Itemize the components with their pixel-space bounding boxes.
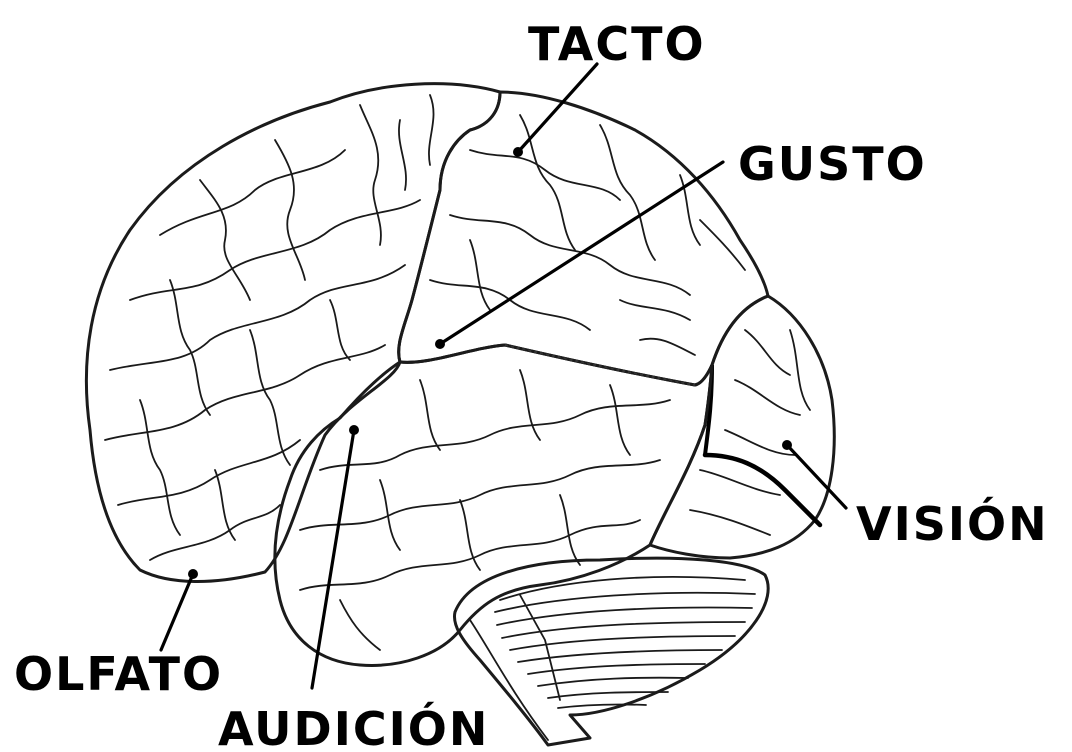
parietal-lobe [399, 92, 768, 385]
dot-olfato [188, 569, 198, 579]
cerebellum-folia [470, 577, 755, 740]
dot-gusto [435, 339, 445, 349]
frontal-lobe [86, 84, 500, 582]
label-tacto: TACTO [528, 17, 706, 71]
dot-tacto [513, 147, 523, 157]
label-gusto: GUSTO [738, 137, 927, 191]
dot-vision [782, 440, 792, 450]
frontal-sulci [105, 95, 434, 560]
label-audicion: AUDICIÓN [218, 702, 489, 752]
leader-gusto [440, 162, 723, 344]
occipital-lobe-shape [650, 296, 834, 558]
dot-audicion [349, 425, 359, 435]
frontal-lobe-shape [86, 84, 500, 582]
label-vision: VISIÓN [856, 497, 1049, 551]
cerebellum [454, 558, 768, 745]
temporal-sulci [300, 370, 670, 650]
cerebellum-shape [454, 558, 768, 745]
parietal-lobe-shape [399, 92, 768, 385]
leader-audicion [312, 430, 354, 688]
label-olfato: OLFATO [14, 647, 223, 701]
leader-olfato [161, 574, 193, 650]
labels: TACTO GUSTO VISIÓN OLFATO AUDICIÓN [14, 17, 1049, 752]
occipital-lobe [650, 296, 834, 558]
